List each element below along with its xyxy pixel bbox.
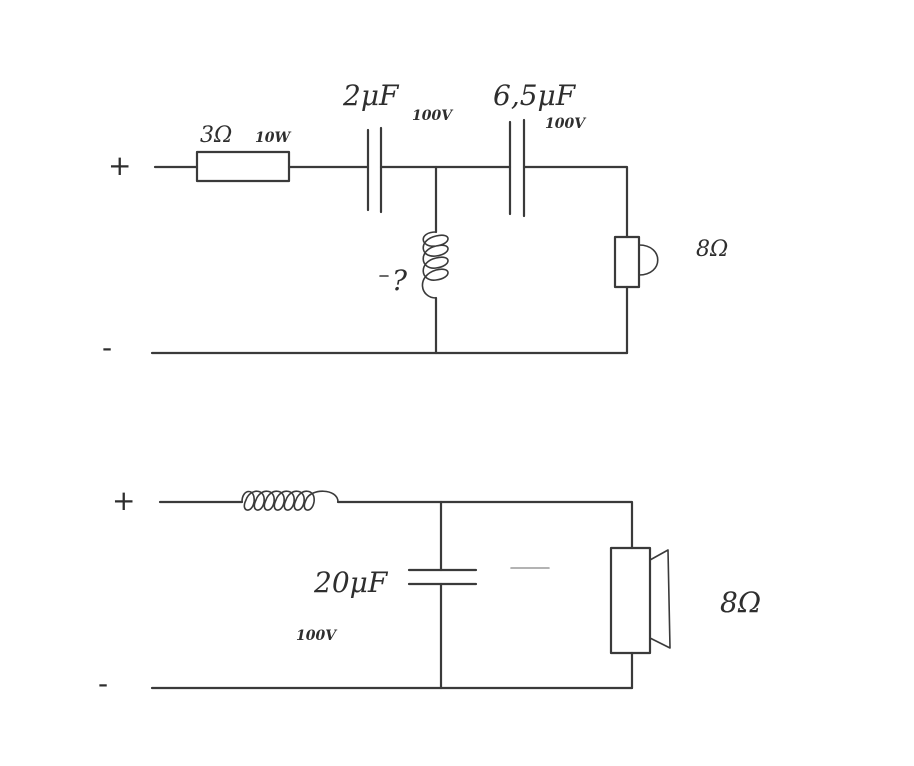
resistor-value-label: 3Ω [200, 123, 232, 148]
capacitor-6-5uf [508, 118, 526, 218]
inductor-value-label: ? [392, 264, 408, 297]
bottom-speaker-impedance-label: 8Ω [720, 586, 761, 619]
top-speaker-cone [638, 244, 659, 276]
capacitor-20uf [407, 568, 478, 586]
bottom-speaker-body [609, 546, 652, 655]
capacitor-2-voltage-label: 100V [545, 116, 587, 132]
capacitor-1-value-label: 2μF [342, 79, 400, 112]
inductor-coil [421, 231, 449, 299]
top-positive-rail [153, 165, 629, 239]
bottom-circuit: + - 20μF 100V 8Ω [98, 484, 761, 700]
top-plus-terminal: + [108, 149, 131, 182]
resistor-power-label: 10W [255, 130, 291, 146]
resistor-3-ohm [195, 150, 291, 183]
capacitor-2-value-label: 6,5μF [493, 79, 577, 112]
top-speaker-impedance-label: 8Ω [696, 237, 728, 262]
bottom-inductor-coil [241, 490, 339, 511]
capacitor-2uf [366, 126, 383, 214]
bottom-capacitor-voltage-label: 100V [296, 628, 338, 644]
capacitor-1-voltage-label: 100V [412, 108, 454, 124]
top-circuit: + - 3Ω 10W 2μF 100V 6,5μF 100V ? 8Ω [102, 79, 728, 364]
bottom-plus-terminal: + [112, 484, 135, 517]
top-speaker-body [613, 235, 641, 289]
top-minus-terminal: - [102, 331, 112, 364]
bottom-capacitor-value-label: 20μF [313, 566, 389, 599]
bottom-minus-terminal: - [98, 667, 108, 700]
bottom-positive-rail [158, 500, 634, 550]
bottom-speaker-cone [649, 549, 671, 649]
